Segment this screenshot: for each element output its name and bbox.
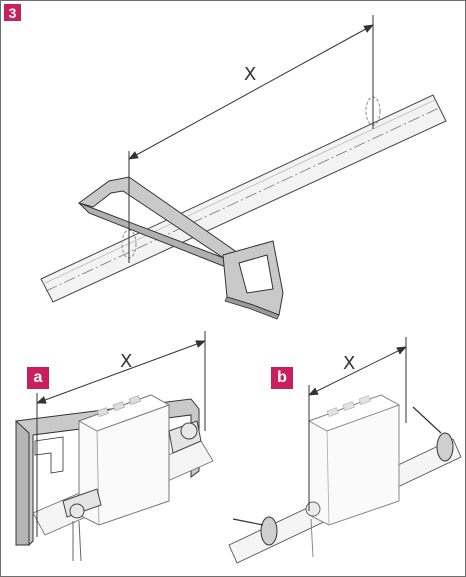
- dimension-label-b: X: [343, 353, 356, 374]
- dimension-line-b: [308, 337, 407, 511]
- dimension-line-top: [128, 15, 374, 263]
- device-b: [305, 394, 401, 558]
- pipe-clamp-icon: [232, 406, 454, 546]
- variant-a-badge: a: [27, 367, 49, 389]
- dimension-label-a: X: [120, 351, 133, 372]
- hacksaw-icon: [77, 176, 284, 320]
- step-number-badge: 3: [4, 4, 21, 21]
- dimension-line-a: [36, 331, 206, 537]
- variant-b-badge: b: [271, 367, 293, 389]
- dimension-label-top: X: [244, 64, 257, 85]
- device-a: [62, 394, 202, 562]
